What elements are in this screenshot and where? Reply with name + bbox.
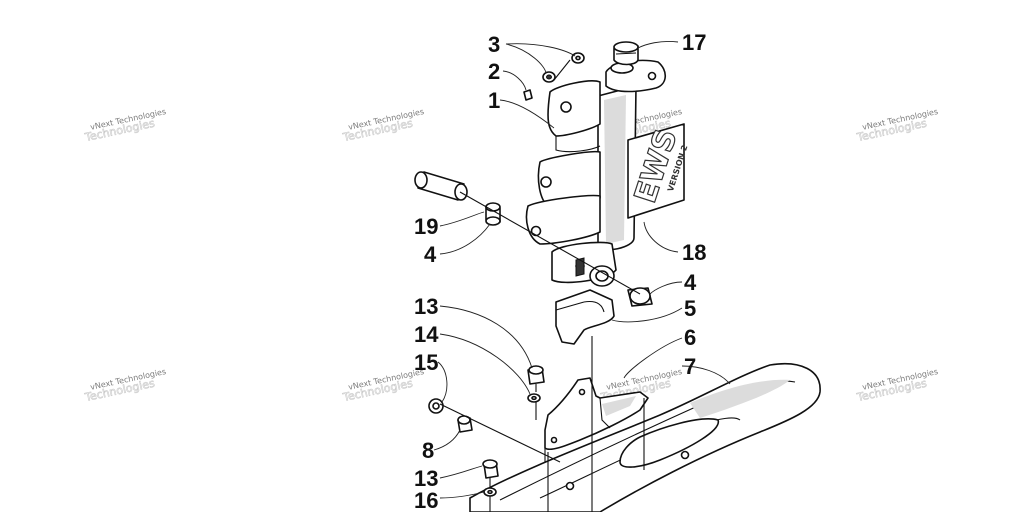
callout-4-right: 4 [684, 270, 697, 295]
ews-decal: EWS VERSION 2 [627, 123, 689, 219]
watermark-4: Technologies vNext Technologies [855, 107, 939, 145]
hardware-small [523, 52, 585, 101]
callout-19: 19 [414, 214, 438, 239]
bushing-15 [428, 398, 444, 414]
callout-8: 8 [422, 438, 434, 463]
bushing-4-right [627, 287, 653, 307]
collar-ring [589, 265, 615, 287]
watermark-2: Technologies vNext Technologies [341, 107, 425, 145]
callout-14: 14 [414, 322, 439, 347]
pin-19 [414, 171, 468, 201]
washer-14 [527, 393, 541, 403]
leader-lines [433, 41, 731, 499]
top-plate [605, 59, 667, 93]
assembly-lines [439, 59, 645, 512]
callout-7: 7 [684, 354, 696, 379]
callout-4-left: 4 [424, 242, 437, 267]
callouts: 3 2 1 17 19 4 18 4 5 6 7 13 14 15 8 13 1… [414, 30, 706, 512]
washer-16 [483, 487, 497, 497]
ski-saddle [544, 377, 649, 462]
watermark-1: Technologies vNext Technologies [83, 107, 167, 145]
callout-15: 15 [414, 350, 438, 375]
spindle-housing [525, 80, 637, 284]
nut-2 [523, 89, 533, 101]
callout-13-upper: 13 [414, 294, 438, 319]
bushing-4-left [485, 202, 501, 226]
callout-6: 6 [684, 325, 696, 350]
bump-stop-5 [555, 289, 615, 345]
nut-3b [542, 71, 556, 83]
nut-13-upper [527, 365, 545, 385]
callout-18: 18 [682, 240, 706, 265]
callout-1: 1 [488, 88, 500, 113]
callout-2: 2 [488, 59, 500, 84]
callout-3: 3 [488, 32, 500, 57]
washer-3a [571, 52, 585, 64]
plug-cap [613, 41, 639, 66]
watermark-8: Technologies vNext Technologies [855, 367, 939, 405]
callout-5: 5 [684, 296, 696, 321]
callout-16: 16 [414, 488, 438, 512]
callout-13-lower: 13 [414, 466, 438, 491]
watermark-group: Technologies vNext Technologies Technolo… [83, 107, 939, 405]
nut-13-lower [482, 459, 499, 479]
callout-17: 17 [682, 30, 706, 55]
watermark-5: Technologies vNext Technologies [83, 367, 167, 405]
